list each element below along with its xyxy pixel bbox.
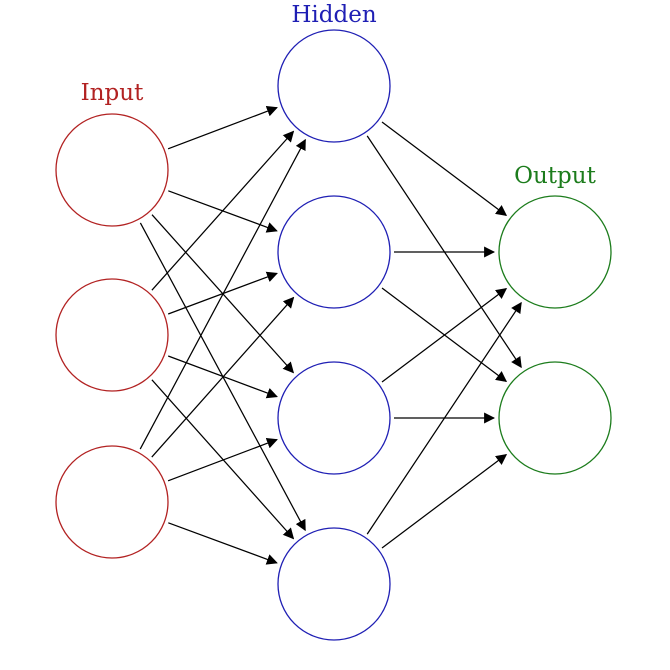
output-layer-label: Output [514,163,596,189]
input-neuron-2 [55,278,169,392]
hidden-layer-label: Hidden [291,2,376,28]
input-neuron-1 [55,113,169,227]
neurons [55,29,612,641]
connection-input3-to-hidden4 [168,522,278,565]
hidden-neuron-3 [277,361,391,475]
connection-input2-to-hidden1 [151,130,295,291]
hidden-neuron-4 [277,527,391,641]
connection-hidden3-to-output1 [381,287,508,383]
connection-hidden4-to-output1 [366,301,522,535]
connection-input3-to-hidden3 [167,437,278,482]
layer-labels: Input Hidden Output [81,2,597,189]
output-neuron-1 [498,195,612,309]
input-neuron-3 [55,445,169,559]
connection-input3-to-hidden2 [151,296,295,458]
connection-input3-to-hidden1 [139,138,306,450]
hidden-neuron-2 [277,195,391,309]
connection-hidden4-to-output2 [381,453,508,549]
connection-hidden1-to-output1 [381,121,508,217]
hidden-neuron-1 [277,29,391,143]
connection-input2-to-hidden3 [167,355,278,399]
output-neuron-2 [498,361,612,475]
connections [139,105,522,565]
connection-input1-to-hidden1 [167,105,278,150]
input-layer-label: Input [81,80,144,106]
connection-input2-to-hidden4 [151,379,295,540]
